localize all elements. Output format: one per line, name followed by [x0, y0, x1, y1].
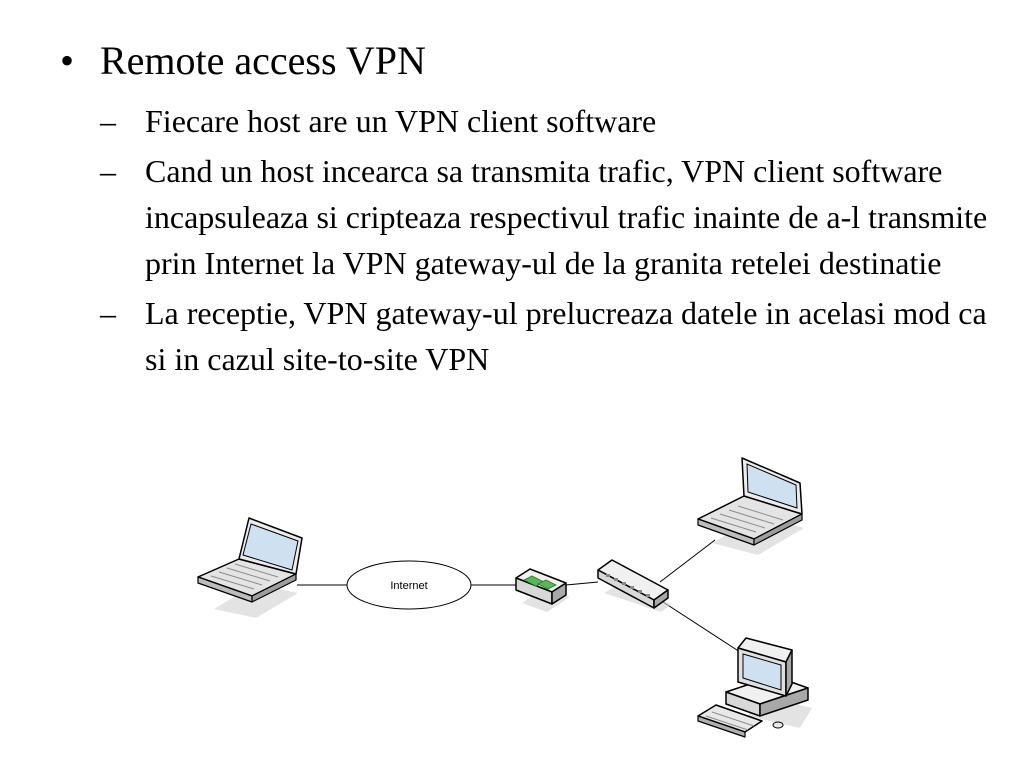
link-switch-laptop [659, 539, 716, 583]
sub-bullet-text: La receptie, VPN gateway-ul prelucreaza … [145, 295, 987, 377]
bullet-list: • Remote access VPN – Fiecare host are u… [60, 36, 1000, 386]
desktop-computer-icon [697, 637, 812, 738]
bullet-symbol: • [60, 38, 75, 83]
internet-cloud: Internet [346, 560, 472, 610]
dash-symbol: – [100, 103, 116, 139]
sub-bullet-text: Cand un host incearca sa transmita trafi… [145, 153, 988, 281]
laptop-icon [697, 457, 804, 555]
switch-icon [597, 559, 672, 612]
sub-bullet-text: Fiecare host are un VPN client software [145, 103, 657, 139]
bullet-title: Remote access VPN [100, 38, 426, 83]
dash-symbol: – [100, 153, 116, 189]
router-icon [515, 568, 570, 612]
sub-bullet-1: – Fiecare host are un VPN client softwar… [100, 98, 1000, 144]
bullet-remote-access-vpn: • Remote access VPN – Fiecare host are u… [60, 36, 1000, 382]
link-switch-desktop [659, 599, 741, 653]
dash-symbol: – [100, 295, 116, 331]
sub-bullet-3: – La receptie, VPN gateway-ul prelucreaz… [100, 290, 1000, 382]
sub-bullet-2: – Cand un host incearca sa transmita tra… [100, 148, 1000, 286]
link-router-switch [565, 581, 599, 586]
connection-lines [297, 539, 741, 653]
internet-label: Internet [390, 580, 427, 592]
laptop-icon [197, 517, 303, 618]
sub-bullet-list: – Fiecare host are un VPN client softwar… [100, 98, 1000, 382]
